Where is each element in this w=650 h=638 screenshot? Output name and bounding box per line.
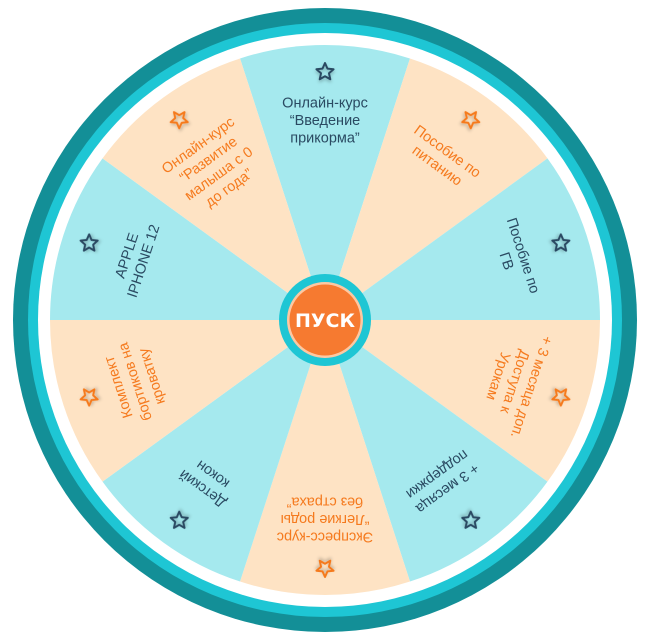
- wheel-segment: Экспресс-курс “Легкие родыбез страха”: [240, 320, 410, 595]
- star-icon: [461, 111, 481, 130]
- wheel-segment: + 3 месяцаподдержки: [325, 320, 548, 582]
- segment-slice: [50, 158, 325, 320]
- star-icon: [79, 388, 99, 407]
- star-icon: [169, 111, 189, 130]
- segment-slice: [240, 320, 410, 595]
- wheel-segment: Комплектбортиков накроватку: [50, 320, 325, 482]
- star-icon: [315, 559, 335, 578]
- segment-slice: [325, 320, 600, 482]
- wheel-segment: + 3 месяца доп.Доступа кУрокам: [325, 320, 600, 482]
- spin-button-face[interactable]: [289, 284, 361, 356]
- prize-label-line: Онлайн-курс: [282, 96, 368, 112]
- prize-label-line: ГВ: [496, 250, 517, 272]
- segment-slice: [240, 45, 410, 321]
- wheel-segment: Онлайн-курс“Введение прикорма”: [240, 45, 410, 321]
- star-icon: [315, 62, 335, 81]
- star-icon: [551, 388, 571, 407]
- star-icon: [551, 233, 571, 252]
- wheel-segment: Онлайн-курс“Развитиемалыша с 0до года”: [102, 58, 325, 320]
- prize-label-line: “Легкие роды: [281, 511, 370, 527]
- wheel-segment: APPLEIPHONE 12: [50, 158, 325, 320]
- wheel-segment: Пособие попитанию: [325, 58, 548, 320]
- spin-button[interactable]: ПУСК: [279, 274, 371, 366]
- segment-slice: [102, 320, 325, 582]
- star-icon: [461, 510, 481, 529]
- wheel-segment: Пособие поГВ: [325, 158, 600, 320]
- prize-label-line: “Введение: [290, 113, 360, 129]
- segment-prize-label: Онлайн-курс“Введение прикорма”: [282, 96, 368, 147]
- prize-label-line: Экспресс-курс: [277, 529, 373, 545]
- star-icon: [79, 233, 99, 252]
- spin-button-label[interactable]: ПУСК: [295, 310, 355, 332]
- wheel-segment: Детскийкокон: [102, 320, 325, 582]
- segment-slice: [102, 58, 325, 320]
- segment-slice: [325, 320, 548, 582]
- segment-slice: [50, 320, 325, 482]
- segment-slice: [325, 58, 548, 320]
- segment-slice: [325, 158, 600, 320]
- prize-label-line: без страха”: [287, 494, 364, 510]
- prize-label-line: прикорма”: [290, 131, 360, 147]
- wheel-segments: Онлайн-курс“Введение прикорма”Пособие поп…: [50, 45, 600, 595]
- segment-prize-label: Экспресс-курс “Легкие родыбез страха”: [277, 494, 373, 545]
- star-icon: [169, 510, 189, 529]
